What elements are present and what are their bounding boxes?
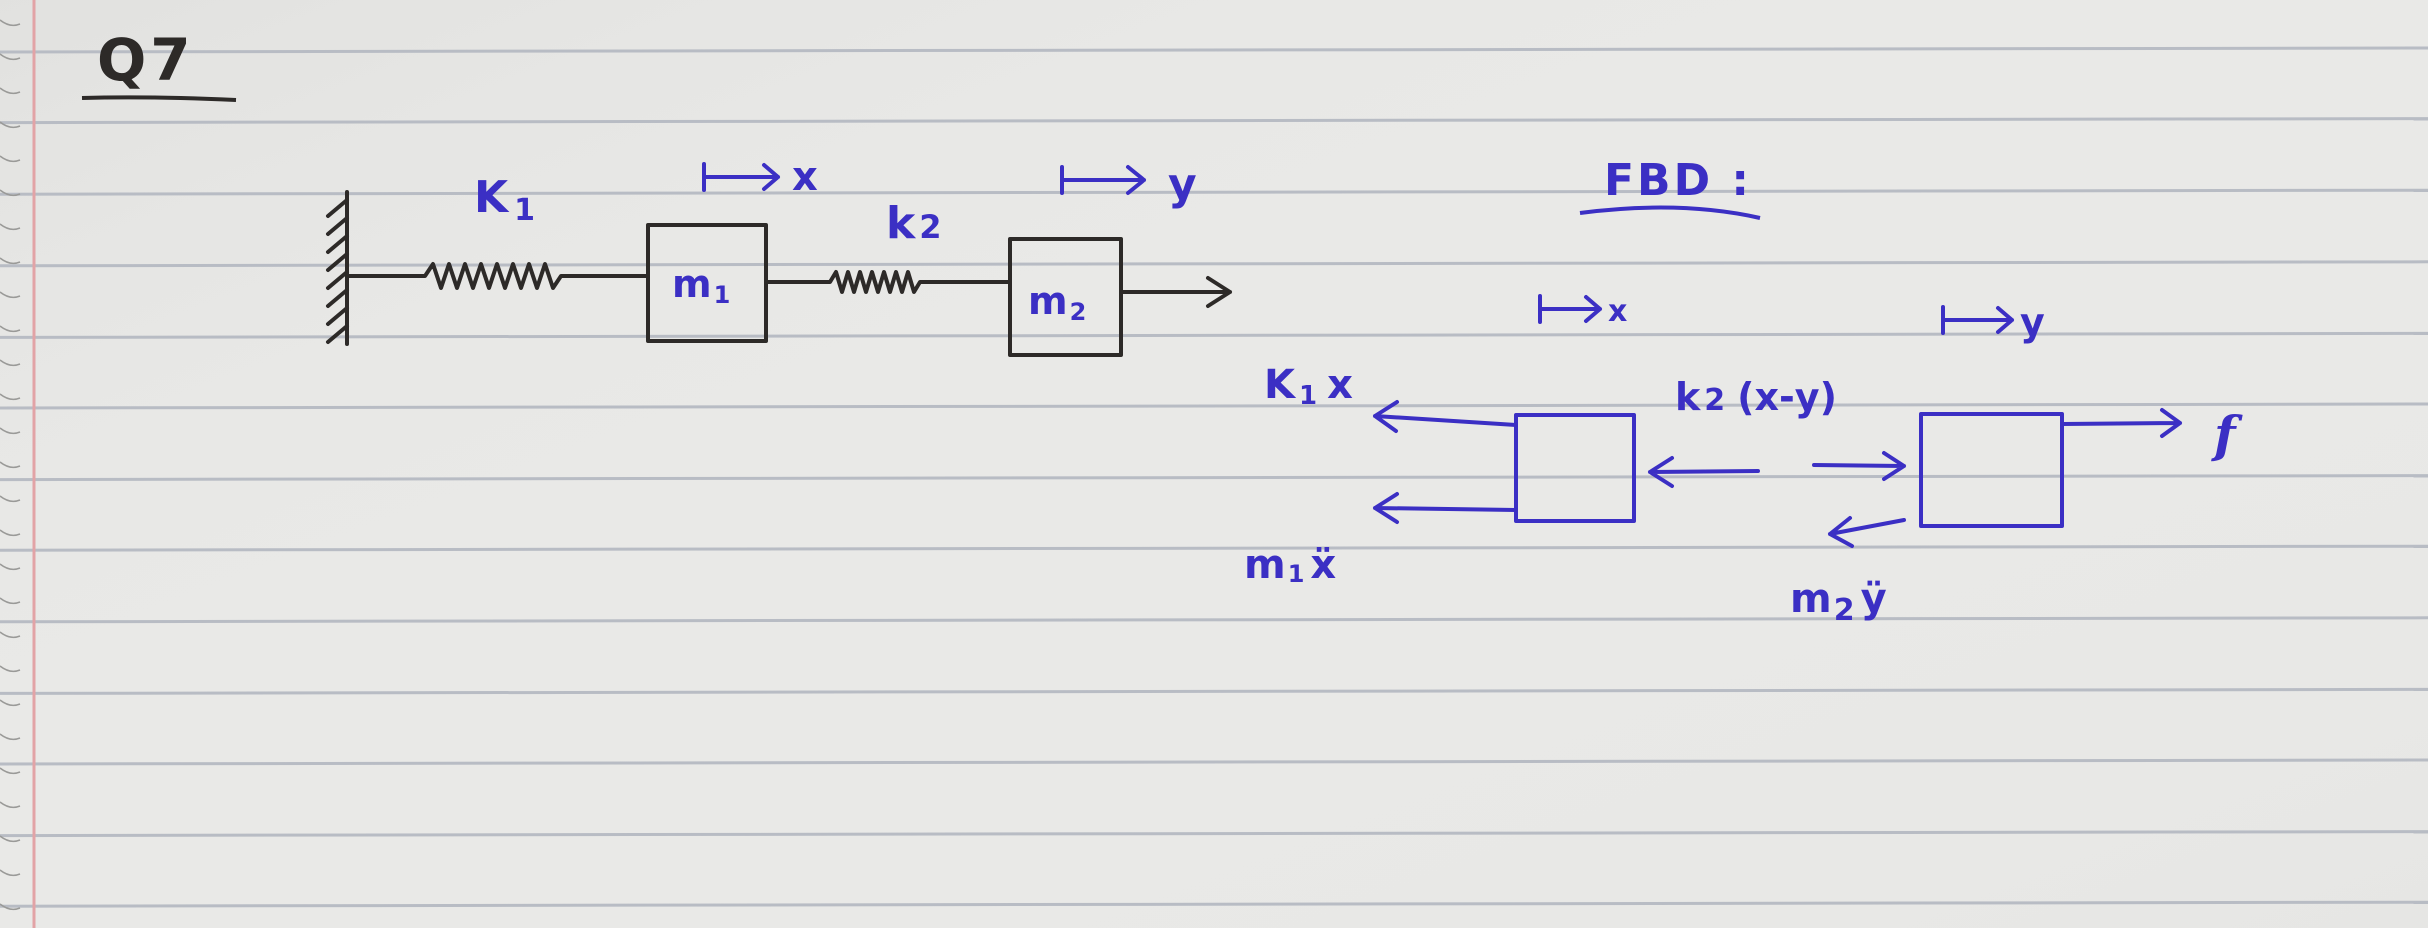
fbd-disp-y-label: y xyxy=(2020,300,2045,344)
system-disp-x-arrow xyxy=(702,162,780,192)
ruled-line xyxy=(0,402,2428,410)
spiral-mark xyxy=(0,631,21,639)
spiral-mark xyxy=(0,393,21,401)
spiral-holes xyxy=(0,19,21,911)
spiral-mark xyxy=(0,291,21,299)
fbd-disp-x-arrow xyxy=(1538,294,1602,324)
ruled-line xyxy=(0,331,2428,339)
spiral-mark xyxy=(0,767,21,775)
mass-m2-box xyxy=(1008,237,1123,357)
ruled-lines xyxy=(0,46,2428,908)
question-number-underline xyxy=(81,95,237,102)
ruled-line xyxy=(0,830,2428,838)
spiral-mark xyxy=(0,427,21,435)
fbd-coupling-force-arrow-m2 xyxy=(1812,451,1906,481)
mass1-label: m1 xyxy=(672,262,730,309)
ruled-line xyxy=(0,188,2428,196)
wall-hatching xyxy=(326,198,349,344)
spiral-mark xyxy=(0,87,21,95)
ruled-line xyxy=(0,758,2428,766)
fbd-block-m1 xyxy=(1514,413,1636,523)
spiral-mark xyxy=(0,223,21,231)
spiral-mark xyxy=(0,155,21,163)
ruled-line xyxy=(0,117,2428,125)
m2-force-arrow xyxy=(1119,276,1232,308)
spiral-mark xyxy=(0,597,21,605)
spiral-mark xyxy=(0,835,21,843)
system-disp-x-label: x xyxy=(792,154,818,200)
ruled-line xyxy=(0,260,2428,268)
ruled-line xyxy=(0,616,2428,624)
spiral-mark xyxy=(0,359,21,367)
system-diagram xyxy=(326,190,1232,357)
mass2-label: m2 xyxy=(1028,279,1086,326)
fbd-spring1-force-arrow xyxy=(1373,400,1518,433)
fbd-disp-x-label: x xyxy=(1608,294,1627,329)
spring-k1 xyxy=(345,262,650,290)
spiral-mark xyxy=(0,665,21,673)
spiral-mark xyxy=(0,121,21,129)
spiral-mark xyxy=(0,461,21,469)
fbd-heading-underline xyxy=(1579,205,1761,220)
fbd-coupling-force-arrow-m1 xyxy=(1648,456,1760,488)
fbd-block-m2 xyxy=(1919,412,2064,528)
ruled-line xyxy=(0,544,2428,552)
spiral-mark xyxy=(0,189,21,197)
ruled-line xyxy=(0,46,2428,54)
spiral-mark xyxy=(0,53,21,61)
spiral-mark xyxy=(0,801,21,809)
spiral-mark xyxy=(0,325,21,333)
ruled-line xyxy=(0,900,2428,908)
spiral-mark xyxy=(0,495,21,503)
spiral-mark xyxy=(0,699,21,707)
fbd-external-force-arrow xyxy=(2060,408,2182,438)
question-number: Q7 xyxy=(81,26,237,102)
fbd-disp-y-arrow xyxy=(1941,305,2014,335)
spiral-mark xyxy=(0,19,21,27)
spring-k2 xyxy=(764,270,1012,294)
spiral-mark xyxy=(0,869,21,877)
system-disp-arrows xyxy=(702,162,1146,195)
spiral-mark xyxy=(0,733,21,741)
question-number-text: Q7 xyxy=(97,26,195,94)
ruled-line xyxy=(0,687,2428,695)
spiral-mark xyxy=(0,529,21,537)
system-disp-y-arrow xyxy=(1060,165,1146,195)
ruled-line xyxy=(0,474,2428,482)
spiral-mark xyxy=(0,563,21,571)
fbd: FBD : x y xyxy=(1244,155,2243,628)
system-disp-y-label: y xyxy=(1168,159,1197,210)
spiral-mark xyxy=(0,257,21,265)
spiral-mark xyxy=(0,903,21,911)
fbd-inertia2-arrow xyxy=(1828,516,1906,548)
fbd-inertia1-arrow xyxy=(1373,492,1518,524)
fbd-heading: FBD : xyxy=(1604,155,1752,206)
